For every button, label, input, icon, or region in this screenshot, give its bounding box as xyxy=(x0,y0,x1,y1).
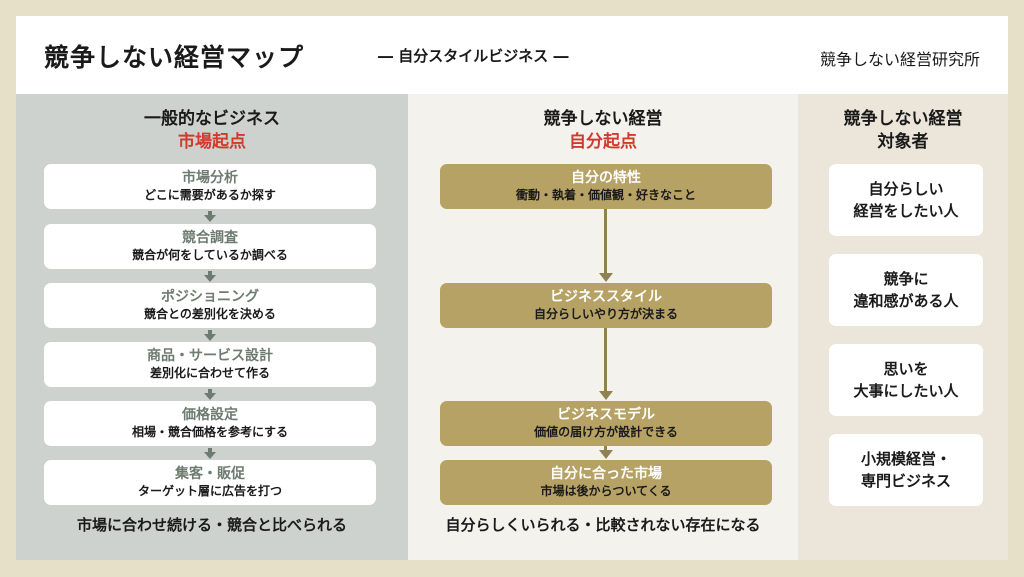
arrow-stem-icon xyxy=(208,389,212,394)
target-card: 思いを大事にしたい人 xyxy=(829,344,983,416)
step-title: ビジネススタイル xyxy=(550,289,662,305)
step-title: 市場分析 xyxy=(182,170,238,186)
arrow-down-icon xyxy=(204,334,216,341)
target-line: 競争に xyxy=(883,270,929,288)
step-box: 価格設定相場・競合価格を参考にする xyxy=(44,401,376,446)
arrow-down-icon xyxy=(204,393,216,400)
panel-footer: 自分らしくいられる・比較されない存在になる xyxy=(445,516,761,534)
step-box: 集客・販促ターゲット層に広告を打つ xyxy=(44,460,376,505)
arrow-down-icon xyxy=(599,450,613,459)
target-line: 大事にしたい人 xyxy=(853,382,959,400)
target-card: 競争に違和感がある人 xyxy=(829,254,983,326)
target-line: 専門ビジネス xyxy=(860,472,951,490)
panel-origin: 自分起点 xyxy=(569,132,637,152)
step-desc: ターゲット層に広告を打つ xyxy=(137,484,282,498)
step-desc: 衝動・執着・価値観・好きなこと xyxy=(515,188,696,202)
step-box: 競合調査競合が何をしているか調べる xyxy=(44,224,376,269)
panel-origin: 市場起点 xyxy=(178,132,246,152)
step-desc: 相場・競合価格を参考にする xyxy=(131,425,289,439)
step-title: 集客・販促 xyxy=(175,466,245,482)
step-desc: 差別化に合わせて作る xyxy=(149,366,270,380)
header: 競争しない経営マップ ― 自分スタイルビジネス ― 競争しない経営研究所 xyxy=(16,16,1008,94)
organization-name: 競争しない経営研究所 xyxy=(819,50,980,69)
panel-heading: 一般的なビジネス xyxy=(144,109,280,129)
connector-line xyxy=(604,209,607,275)
panel-heading: 競争しない経営 xyxy=(843,109,963,129)
arrow-stem-icon xyxy=(208,271,212,276)
step-box: 市場分析どこに需要があるか探す xyxy=(44,164,376,209)
step-title: ポジショニング xyxy=(161,289,259,305)
step-title: 自分に合った市場 xyxy=(550,466,662,482)
connector-line xyxy=(604,328,607,393)
page-subtitle: ― 自分スタイルビジネス ― xyxy=(378,47,569,65)
step-box: ポジショニング競合との差別化を決める xyxy=(44,283,376,328)
arrow-down-icon xyxy=(204,452,216,459)
arrow-stem-icon xyxy=(208,330,212,335)
step-desc: 競合との差別化を決める xyxy=(144,307,276,321)
step-desc: 価値の届け方が設計できる xyxy=(534,425,678,439)
page-title: 競争しない経営マップ xyxy=(44,43,305,72)
step-box: ビジネススタイル自分らしいやり方が決まる xyxy=(440,283,772,328)
arrow-down-icon xyxy=(599,391,613,400)
connector-line xyxy=(604,446,607,452)
step-desc: 自分らしいやり方が決まる xyxy=(533,307,678,321)
arrow-down-icon xyxy=(204,215,216,222)
step-box: ビジネスモデル価値の届け方が設計できる xyxy=(440,401,772,446)
step-title: 自分の特性 xyxy=(571,170,641,186)
step-desc: 市場は後からついてくる xyxy=(540,484,672,498)
target-line: 違和感がある人 xyxy=(853,292,959,310)
step-box: 自分の特性衝動・執着・価値観・好きなこと xyxy=(440,164,772,209)
step-title: 競合調査 xyxy=(182,230,238,246)
step-desc: どこに需要があるか探す xyxy=(144,188,276,202)
panel-heading: 競争しない経営 xyxy=(543,109,663,129)
step-box: 商品・サービス設計差別化に合わせて作る xyxy=(44,342,376,387)
arrow-down-icon xyxy=(204,275,216,282)
target-line: 経営をしたい人 xyxy=(853,202,959,220)
target-line: 小規模経営・ xyxy=(860,450,951,468)
arrow-stem-icon xyxy=(208,211,212,216)
non-competitive-panel: 競争しない経営自分起点 自分の特性衝動・執着・価値観・好きなことビジネススタイル… xyxy=(408,94,798,560)
step-title: 商品・サービス設計 xyxy=(147,348,273,364)
step-desc: 競合が何をしているか調べる xyxy=(132,248,288,262)
target-card: 自分らしい経営をしたい人 xyxy=(829,164,983,236)
target-line: 思いを xyxy=(883,360,929,378)
arrow-down-icon xyxy=(599,273,613,282)
step-title: 価格設定 xyxy=(182,407,238,423)
step-box: 自分に合った市場市場は後からついてくる xyxy=(440,460,772,505)
general-business-panel: 一般的なビジネス市場起点 市場分析どこに需要があるか探す競合調査競合が何をしてい… xyxy=(16,94,408,560)
target-line: 自分らしい xyxy=(868,180,944,198)
arrow-stem-icon xyxy=(208,448,212,453)
target-audience-panel: 競争しない経営対象者 自分らしい経営をしたい人競争に違和感がある人思いを大事にし… xyxy=(798,94,1008,560)
step-title: ビジネスモデル xyxy=(557,407,655,423)
target-card: 小規模経営・専門ビジネス xyxy=(829,434,983,506)
panel-footer: 市場に合わせ続ける・競合と比べられる xyxy=(76,516,347,534)
panel-subheading: 対象者 xyxy=(877,132,929,152)
